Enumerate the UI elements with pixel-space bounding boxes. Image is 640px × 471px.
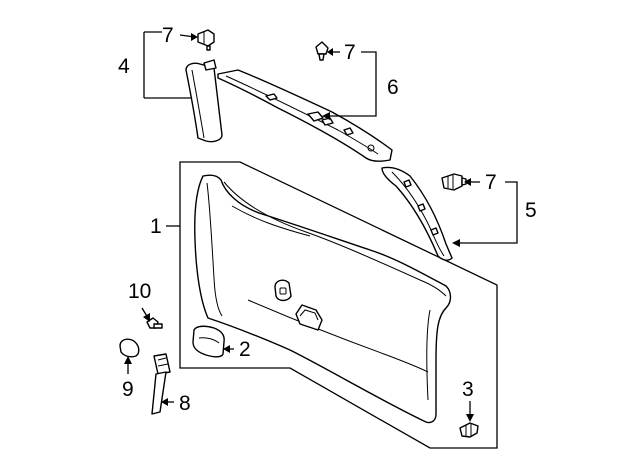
part-1-trim-panel <box>194 174 452 424</box>
part-5-pillar-trim <box>381 166 453 261</box>
part-7-clip-mid <box>315 41 329 61</box>
callout-5: 5 <box>525 199 537 222</box>
callout-7-top: 7 <box>162 24 174 47</box>
callout-2: 2 <box>239 338 251 361</box>
callout-7-right: 7 <box>485 171 497 194</box>
callout-4: 4 <box>118 55 130 78</box>
callout-9: 9 <box>122 378 134 401</box>
callout-8: 8 <box>179 392 191 415</box>
callout-6: 6 <box>387 76 399 99</box>
part-9-cap <box>119 338 140 358</box>
callout-3: 3 <box>462 378 474 401</box>
part-6-header-trim <box>217 69 393 163</box>
part-4-pillar-trim <box>185 59 223 143</box>
leader-lines <box>124 31 518 422</box>
callout-7-mid: 7 <box>344 41 356 64</box>
callout-10: 10 <box>128 280 151 303</box>
callout-1: 1 <box>150 215 162 238</box>
part-2-cover <box>192 325 225 358</box>
part-3-clip <box>459 422 479 438</box>
part-7-clip-right <box>441 173 467 191</box>
part-8-strap <box>151 353 171 415</box>
assembly-frame <box>179 161 498 449</box>
part-7-clip-top <box>197 29 215 51</box>
